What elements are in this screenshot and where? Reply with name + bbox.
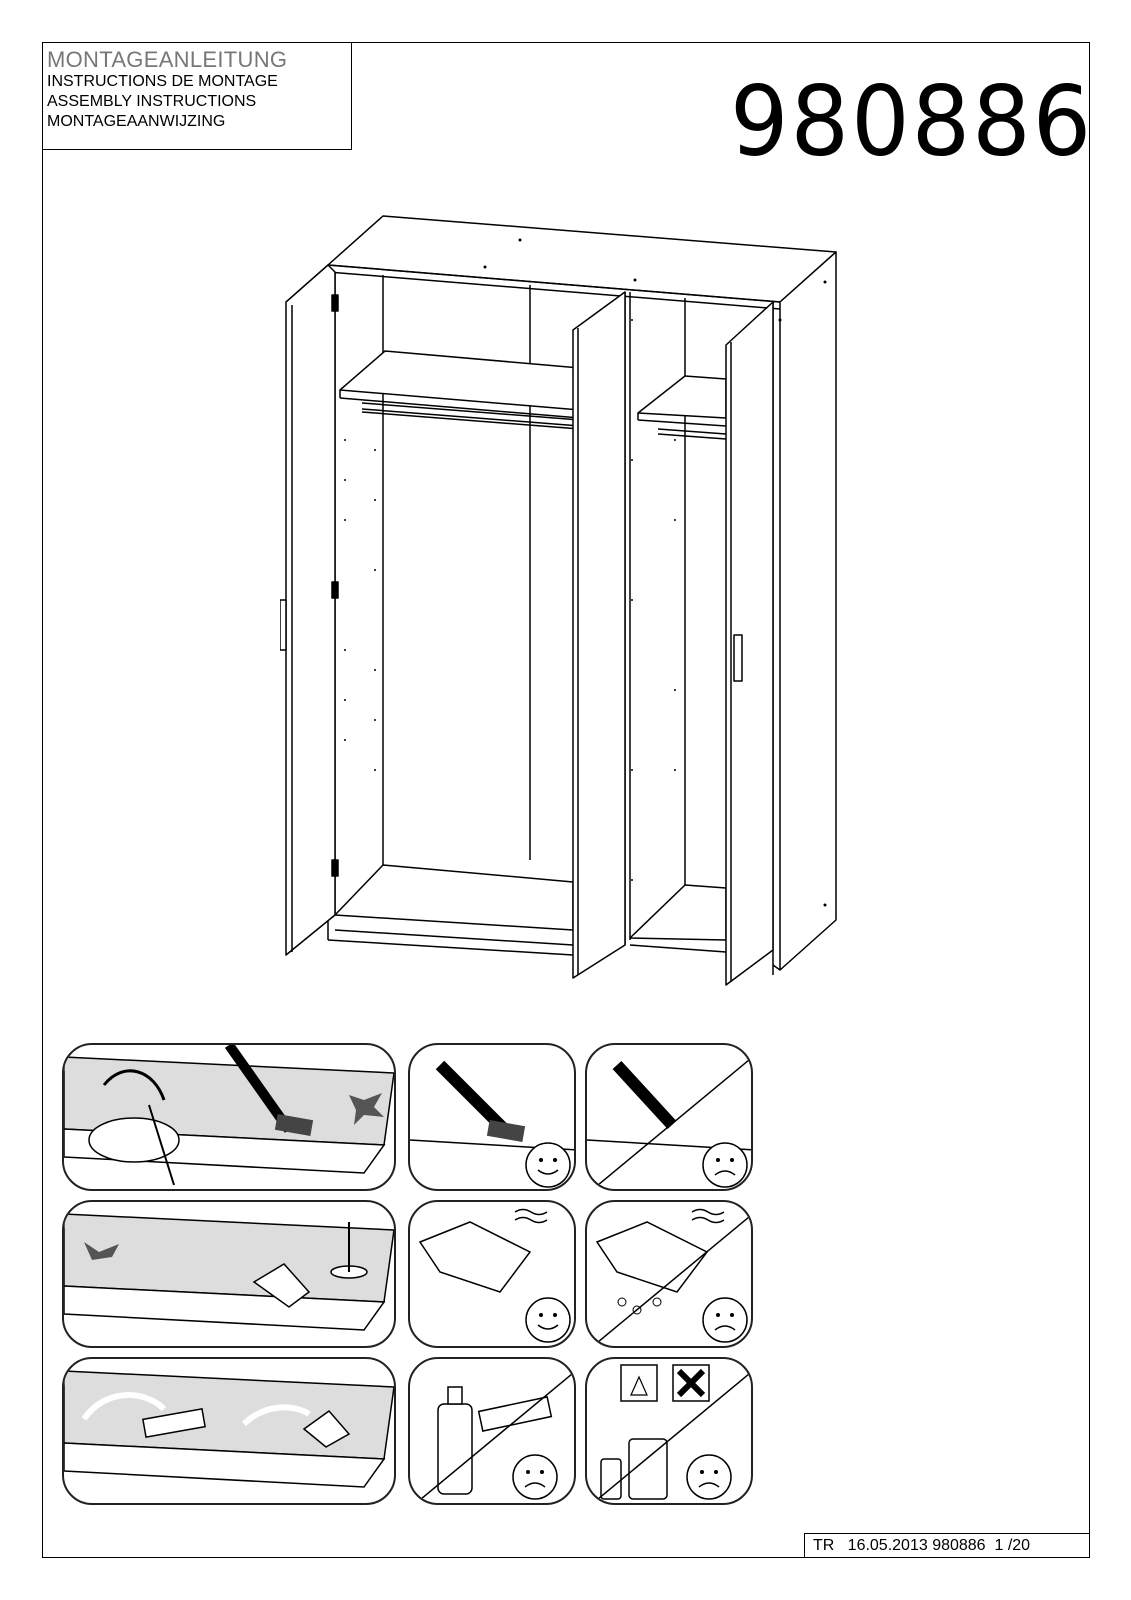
cloth-wipe-icon — [64, 1213, 394, 1331]
care-tile-brush-nozzle — [408, 1043, 576, 1191]
care-tile-wet-cloth — [585, 1200, 753, 1348]
care-tile-sponge-wipe — [62, 1357, 396, 1505]
care-tile-cloth-wipe — [62, 1200, 396, 1348]
page-frame — [42, 42, 1090, 1558]
care-tile-detergent — [408, 1357, 576, 1505]
care-tile-chemicals — [585, 1357, 753, 1505]
title-block: MONTAGEANLEITUNG INSTRUCTIONS DE MONTAGE… — [42, 42, 352, 150]
wet-cloth-icon — [592, 1208, 751, 1346]
title-french: INSTRUCTIONS DE MONTAGE — [47, 73, 278, 90]
title-dutch: MONTAGEAANWIJZING — [47, 113, 226, 130]
care-tile-vacuum — [62, 1043, 396, 1191]
title-english: ASSEMBLY INSTRUCTIONS — [47, 93, 257, 110]
sponge-wipe-icon — [64, 1370, 394, 1488]
brush-nozzle-icon — [410, 1060, 574, 1188]
wardrobe-icon — [280, 215, 837, 986]
model-number: 980886 — [730, 65, 1094, 178]
footer-reference: TR 16.05.2013 980886 1 /20 — [804, 1533, 1090, 1558]
title-german: MONTAGEANLEITUNG — [47, 47, 288, 72]
care-tile-damp-cloth — [408, 1200, 576, 1348]
vacuum-cleaner-icon — [64, 1045, 394, 1186]
hard-nozzle-icon — [587, 1057, 751, 1189]
damp-cloth-icon — [418, 1208, 571, 1343]
care-tile-hard-nozzle — [585, 1043, 753, 1191]
chemical-spray-icon — [592, 1364, 751, 1503]
detergent-bottle-icon — [415, 1371, 574, 1503]
